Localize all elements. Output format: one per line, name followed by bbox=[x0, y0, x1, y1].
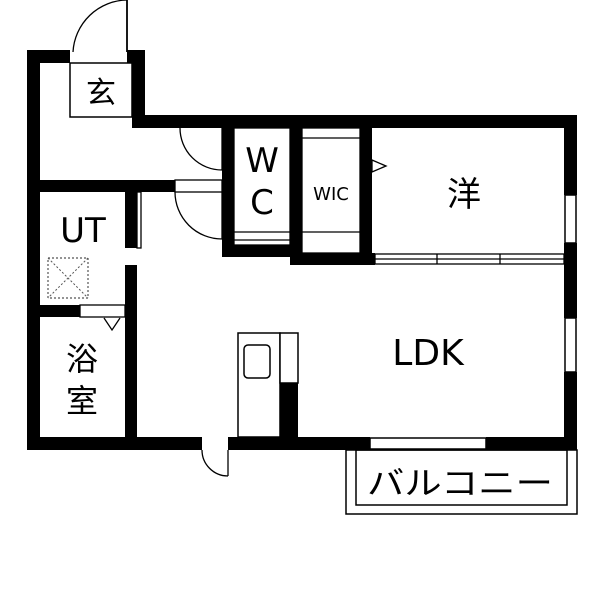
wall-top bbox=[132, 115, 577, 128]
label-western: 洋 bbox=[447, 175, 481, 215]
wall-right-mid bbox=[564, 243, 577, 318]
label-wic: WIC bbox=[313, 184, 349, 205]
wall-ut-right bbox=[125, 192, 137, 248]
interior-walls bbox=[40, 128, 375, 437]
washer-pan bbox=[47, 257, 89, 299]
label-bath-bottom: 室 bbox=[66, 382, 98, 420]
label-wc-c: C bbox=[250, 183, 274, 223]
ut-door-arrow bbox=[103, 317, 121, 332]
balcony-door-swing bbox=[201, 449, 229, 477]
wall-left bbox=[27, 50, 40, 450]
kitchen-counter-side bbox=[279, 332, 299, 384]
entrance-door-swing bbox=[72, 0, 128, 53]
wall-right-upper bbox=[564, 115, 577, 195]
label-bath-top: 浴 bbox=[66, 340, 98, 378]
hall-door-swing bbox=[174, 191, 223, 240]
ut-door-frame bbox=[79, 304, 126, 318]
wall-bottom-left bbox=[27, 437, 202, 450]
window-bottom bbox=[369, 437, 487, 450]
entrance-step bbox=[69, 62, 133, 118]
wall-wc-bottom bbox=[222, 245, 302, 257]
label-ldk: LDK bbox=[392, 333, 465, 374]
window-right-upper bbox=[564, 194, 577, 244]
label-wc-w: W bbox=[245, 141, 279, 181]
wall-wic-right bbox=[360, 128, 372, 264]
wall-hall-bottom-left bbox=[40, 180, 175, 192]
partitions bbox=[79, 127, 565, 318]
windows bbox=[369, 194, 577, 450]
balcony-inner bbox=[355, 449, 568, 506]
wall-right-lower bbox=[564, 372, 577, 450]
wall-wc-right bbox=[290, 128, 302, 255]
balcony bbox=[345, 449, 578, 515]
wall-ut-right-lower bbox=[125, 265, 137, 437]
wall-western-bottom bbox=[290, 253, 375, 265]
wall-entrance-right bbox=[132, 50, 145, 122]
washer-pan-diag-2 bbox=[47, 257, 89, 299]
kitchen-sink bbox=[243, 344, 271, 379]
window-right-lower bbox=[564, 317, 577, 373]
wall-wc-left bbox=[222, 128, 234, 255]
hall-door-frame bbox=[174, 179, 223, 193]
wic-floor bbox=[301, 127, 361, 254]
outer-walls bbox=[27, 50, 577, 450]
label-entrance: 玄 bbox=[86, 76, 116, 111]
entrance bbox=[69, 0, 133, 118]
ut-wall-thin bbox=[136, 191, 142, 249]
label-ut: UT bbox=[60, 211, 106, 251]
kitchen bbox=[237, 332, 299, 438]
label-balcony: バルコニー bbox=[367, 464, 553, 502]
wc-floor bbox=[233, 127, 291, 246]
wic-door-arrow bbox=[371, 159, 388, 173]
doors bbox=[103, 127, 388, 477]
kitchen-column bbox=[280, 383, 298, 437]
wall-ut-bottom bbox=[40, 305, 80, 317]
wc-door-swing bbox=[179, 127, 223, 171]
wall-bottom-right bbox=[486, 437, 577, 450]
wall-bottom-mid bbox=[228, 437, 370, 450]
